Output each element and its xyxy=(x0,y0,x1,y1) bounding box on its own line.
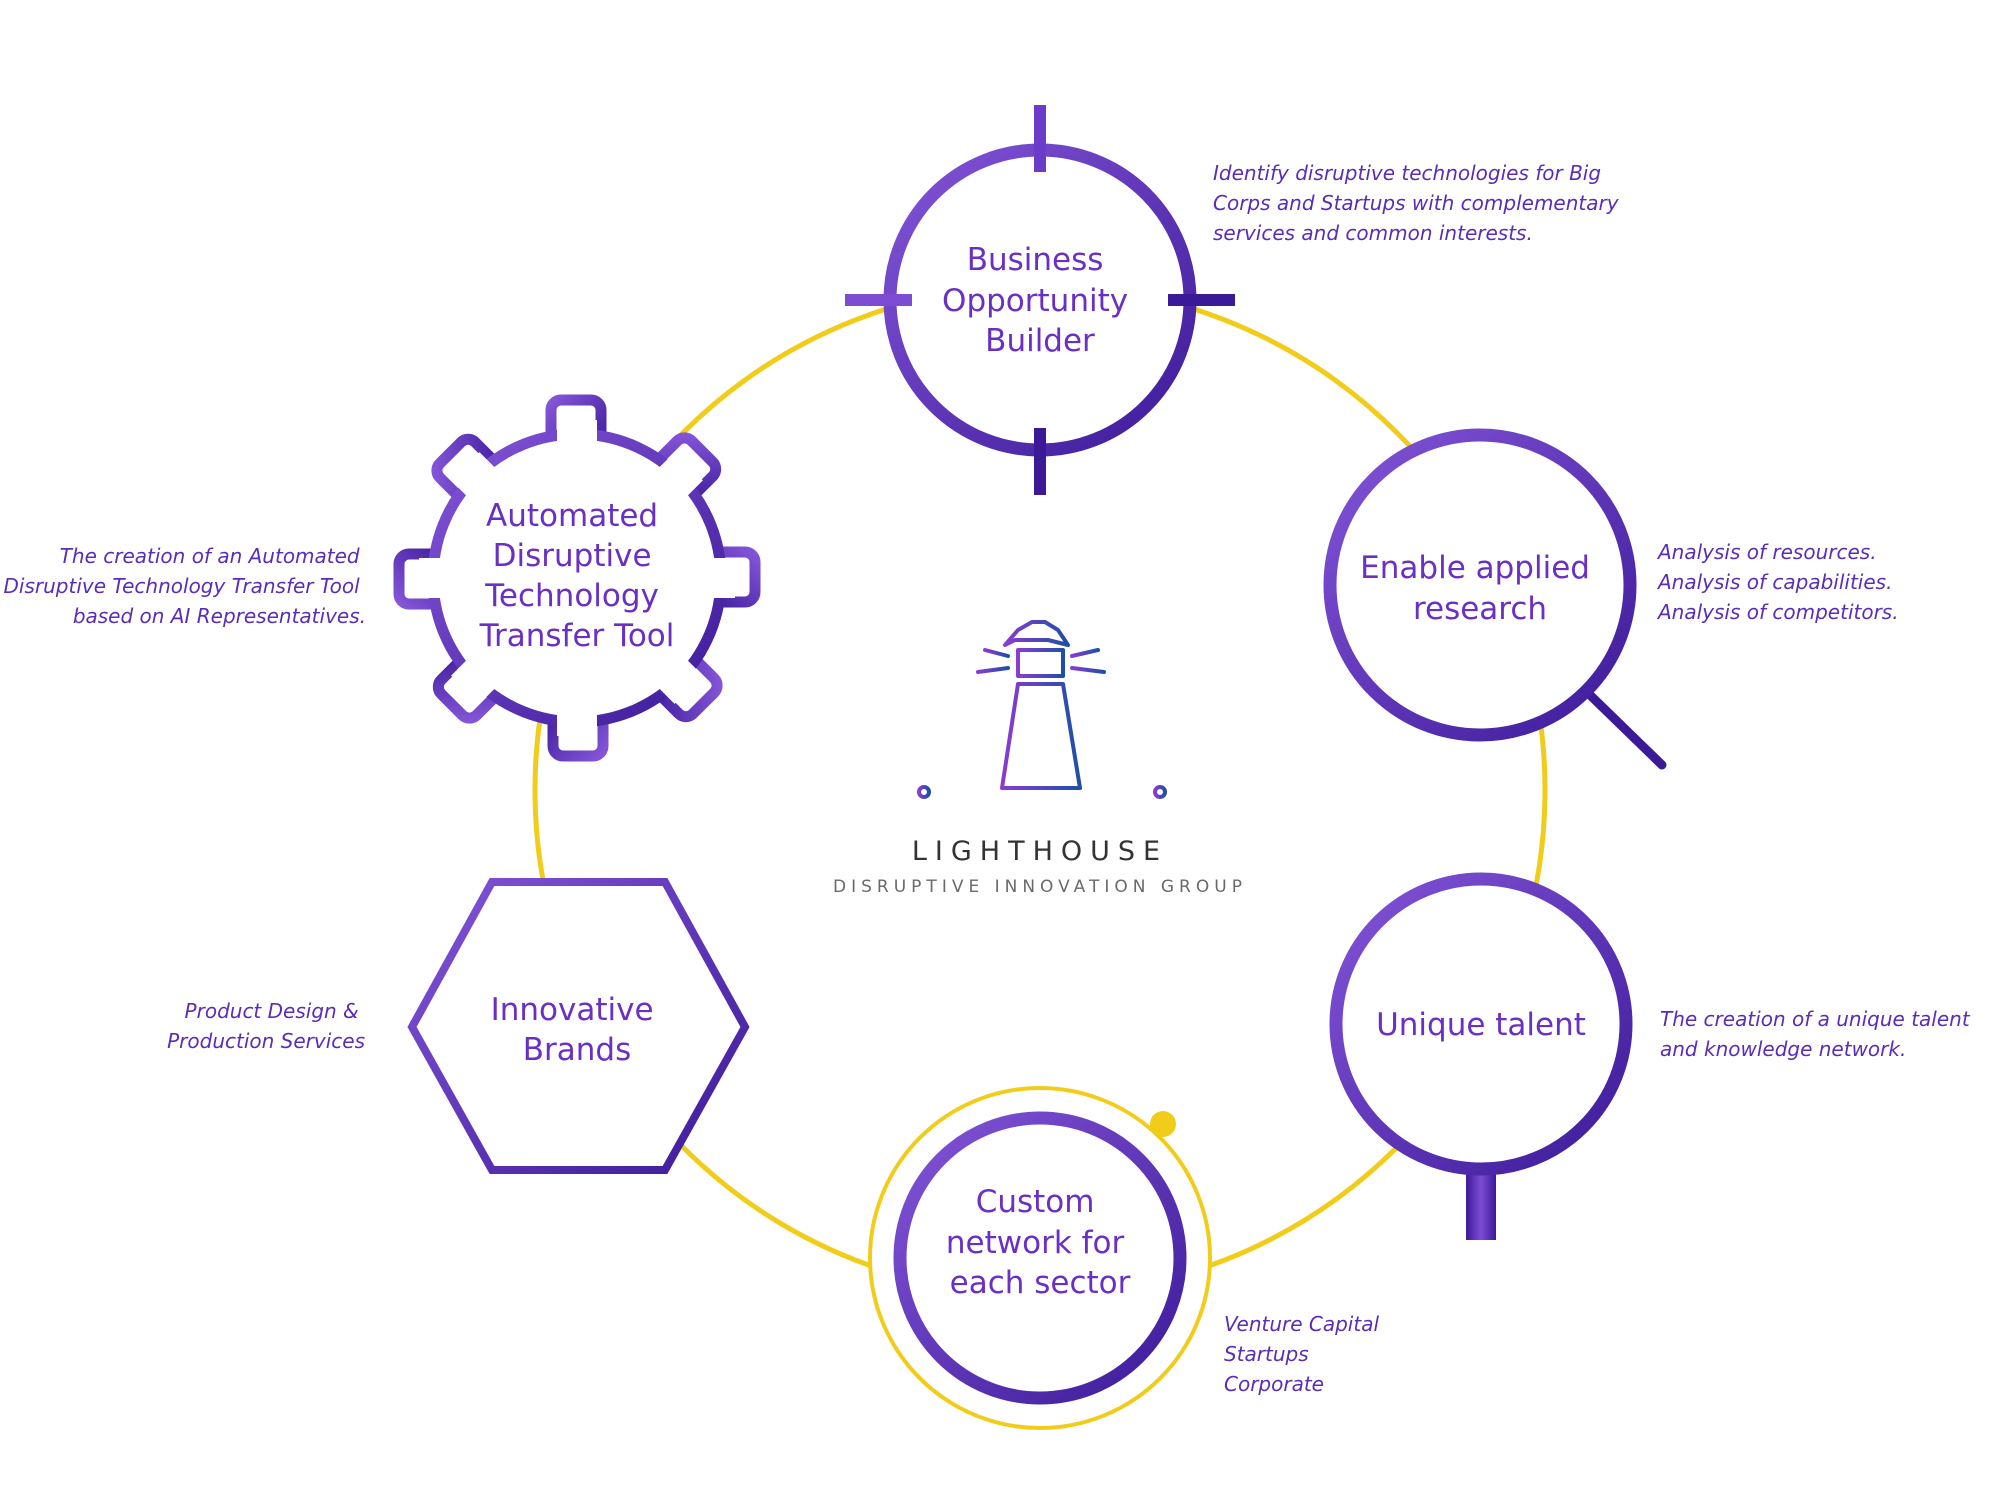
description-line: Analysis of resources. xyxy=(1656,540,1877,564)
crosshair-icon xyxy=(845,105,1235,495)
description-line: Production Services xyxy=(167,1029,365,1053)
description-line: Analysis of capabilities. xyxy=(1656,570,1892,594)
description-line: Product Design & xyxy=(185,999,359,1023)
node-innovative-brands[interactable]: Innovative Brands xyxy=(407,878,750,1174)
node-custom-network[interactable]: Custom network for each sector xyxy=(868,1086,1212,1430)
title-line: Custom xyxy=(976,1184,1095,1220)
title-line: Innovative xyxy=(491,992,654,1028)
brand-subtitle: DISRUPTIVE INNOVATION GROUP xyxy=(833,877,1247,897)
gear-icon xyxy=(393,394,761,762)
title-line: Opportunity xyxy=(942,283,1128,319)
node-automated-transfer-tool[interactable]: Automated Disruptive Technology Transfer… xyxy=(393,394,761,762)
title-line: network for xyxy=(946,1225,1125,1261)
title-line: Automated xyxy=(486,498,658,534)
description-line: Corporate xyxy=(1224,1372,1324,1396)
title-line: Technology xyxy=(484,578,659,614)
center-logo: LIGHTHOUSE DISRUPTIVE INNOVATION GROUP xyxy=(833,612,1247,897)
brand-name: LIGHTHOUSE xyxy=(912,836,1168,867)
description-line: Startups xyxy=(1224,1342,1309,1366)
title-line: each sector xyxy=(950,1265,1131,1301)
lighthouse-icon xyxy=(917,612,1167,799)
description-line: Analysis of competitors. xyxy=(1656,600,1899,624)
node-description: The creation of a unique talent and know… xyxy=(1660,1007,1976,1061)
hexagon-icon xyxy=(407,878,750,1174)
title-line: Disruptive xyxy=(493,538,652,574)
description-line: based on AI Representatives. xyxy=(73,604,366,628)
description-line: Identify disruptive technologies for Big xyxy=(1213,161,1601,185)
node-description: The creation of an Automated Disruptive … xyxy=(4,544,366,628)
node-title: Innovative Brands xyxy=(491,992,664,1068)
title-line: Transfer Tool xyxy=(479,618,675,654)
description-line: Venture Capital xyxy=(1224,1312,1379,1336)
description-line: Disruptive Technology Transfer Tool xyxy=(4,574,361,598)
title-line: Enable applied xyxy=(1360,550,1590,586)
orbit-dot xyxy=(1150,1111,1176,1137)
node-title: Business Opportunity Builder xyxy=(942,242,1138,359)
title-line: research xyxy=(1413,591,1547,627)
title-line: Business xyxy=(967,242,1104,278)
lens-stand-icon xyxy=(1329,872,1633,1240)
title-line: Builder xyxy=(985,323,1095,359)
description-line: Corps and Startups with complementary xyxy=(1213,191,1620,215)
orbit-icon xyxy=(868,1086,1212,1430)
node-description: Analysis of resources. Analysis of capab… xyxy=(1656,540,1899,624)
node-title: Custom network for each sector xyxy=(946,1184,1134,1301)
node-description: Identify disruptive technologies for Big… xyxy=(1213,161,1625,245)
node-description: Product Design & Production Services xyxy=(167,999,365,1053)
node-title: Enable applied research xyxy=(1360,550,1600,627)
description-line: services and common interests. xyxy=(1213,221,1533,245)
node-title: Automated Disruptive Technology Transfer… xyxy=(479,498,675,654)
node-enable-applied-research[interactable]: Enable applied research xyxy=(1323,428,1667,770)
magnifier-icon xyxy=(1323,428,1667,770)
description-line: and knowledge network. xyxy=(1660,1037,1906,1061)
description-line: The creation of an Automated xyxy=(60,544,360,568)
description-line: The creation of a unique talent xyxy=(1660,1007,1971,1031)
title-line: Brands xyxy=(523,1032,632,1068)
node-unique-talent[interactable]: Unique talent xyxy=(1329,872,1633,1240)
node-description: Venture Capital Startups Corporate xyxy=(1224,1312,1385,1396)
node-business-opportunity-builder[interactable]: Business Opportunity Builder xyxy=(845,105,1235,495)
node-title: Unique talent xyxy=(1376,1007,1586,1043)
title-line: Unique talent xyxy=(1376,1007,1586,1043)
